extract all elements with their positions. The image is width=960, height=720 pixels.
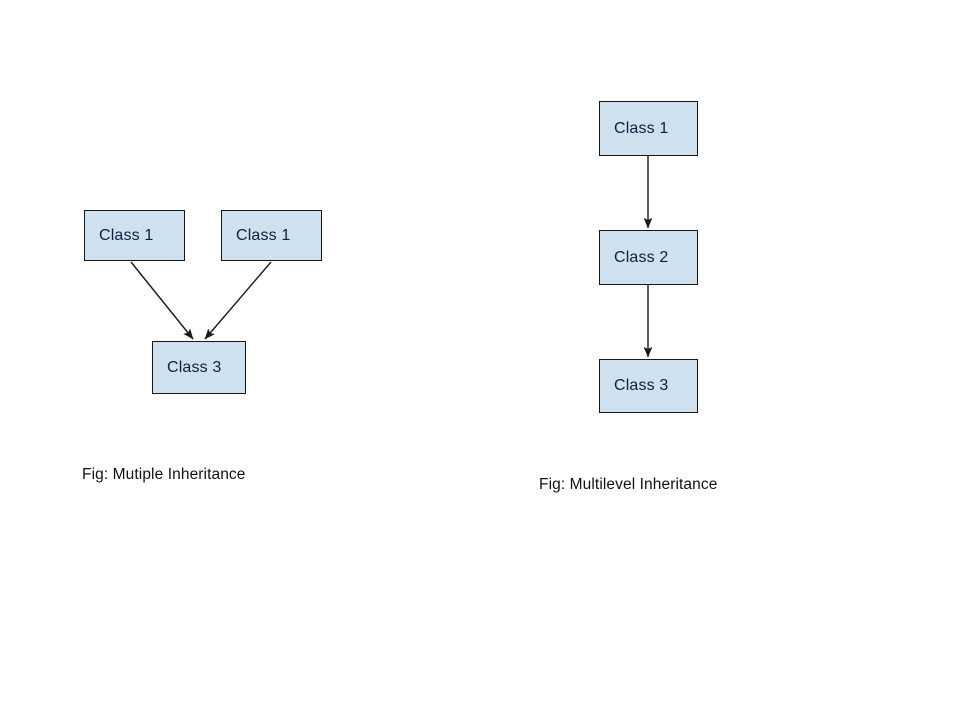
- caption-multilevel-inheritance: Fig: Multilevel Inheritance: [539, 476, 718, 493]
- node-label: Class 3: [614, 377, 669, 394]
- node-label: Class 1: [614, 119, 669, 137]
- node-left-child[interactable]: Class 3: [152, 341, 246, 394]
- node-label: Class 3: [167, 358, 222, 376]
- node-right-class-3[interactable]: Class 3: [599, 359, 698, 413]
- node-label: Class 1: [99, 226, 154, 244]
- node-label: Class 1: [236, 226, 291, 244]
- node-left-parent-a[interactable]: Class 1: [84, 210, 185, 261]
- connector-edge-b-to-child: [204, 261, 272, 340]
- node-left-parent-b[interactable]: Class 1: [221, 210, 322, 261]
- node-right-class-2[interactable]: Class 2: [599, 230, 698, 285]
- node-label: Class 2: [614, 248, 669, 266]
- node-right-class-1[interactable]: Class 1: [599, 101, 698, 156]
- connector-edge-a-to-child: [130, 261, 194, 340]
- caption-multiple-inheritance: Fig: Mutiple Inheritance: [82, 466, 246, 483]
